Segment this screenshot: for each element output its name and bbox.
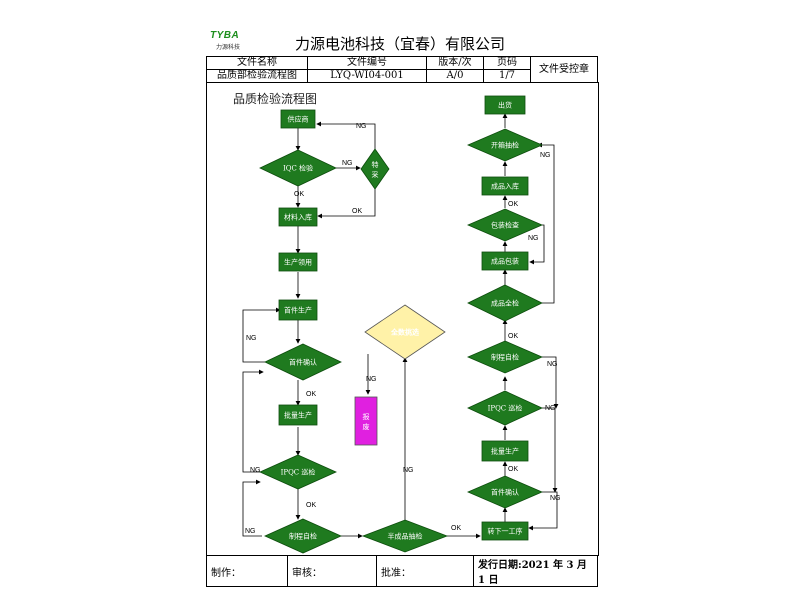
node-open-box-shape xyxy=(466,128,544,162)
node-process-self2-label: 制程自检 xyxy=(491,353,519,362)
edge-label-ng: NG xyxy=(545,405,556,412)
edge-label-ng: NG xyxy=(245,528,256,535)
edge-label-ng: NG xyxy=(342,160,353,167)
edge-label-ok: OK xyxy=(451,525,461,532)
node-final-pack-label: 成品包装 xyxy=(491,257,519,266)
node-first-confirm2-label: 首件确认 xyxy=(491,488,519,497)
edge-label-ng: NG xyxy=(403,467,414,474)
node-process-self2-shape xyxy=(466,340,544,374)
header-controlled-stamp: 文件受控章 xyxy=(530,56,598,83)
node-process-self-label: 制程自检 xyxy=(289,532,317,541)
node-pack-check-shape xyxy=(466,208,544,242)
edge-label-ok: OK xyxy=(306,391,316,398)
node-scrap-shape xyxy=(354,396,378,446)
node-first-prod-label: 首件生产 xyxy=(284,306,312,315)
node-final-full-label: 成品全检 xyxy=(491,299,519,308)
edge-label-ok: OK xyxy=(508,466,518,473)
edge-label-ok: OK xyxy=(294,191,304,198)
node-open-box-label: 开箱抽检 xyxy=(491,141,519,150)
node-full-sort-label: 全数挑选 xyxy=(390,328,419,337)
node-ipqc2-shape xyxy=(467,390,543,426)
node-iqc-label: IQC 检验 xyxy=(283,164,313,173)
flowchart-title: 品质检验流程图 xyxy=(233,92,318,106)
document-header-table: 文件名称 文件编号 版本/次 页码 文件受控章 品质部检验流程图 LYQ-WI0… xyxy=(206,56,598,83)
node-first-confirm-label: 首件确认 xyxy=(289,358,317,367)
edge-label-ok: OK xyxy=(306,502,316,509)
node-mass-prod2-label: 批量生产 xyxy=(491,447,519,456)
node-first-confirm2-shape xyxy=(466,475,544,509)
node-iqc-shape xyxy=(259,149,337,187)
edge-label-ng: NG xyxy=(366,376,377,383)
node-ipqc-label: IPQC 巡检 xyxy=(281,468,316,477)
edge-label-ng: NG xyxy=(550,495,561,502)
edge-label-ok: OK xyxy=(508,201,518,208)
node-mass-prod2-shape xyxy=(481,440,529,462)
node-special-label: 特采 xyxy=(372,160,379,179)
node-prod-pick-label: 生产领用 xyxy=(284,258,312,267)
footer-issue-date: 发行日期:2021 年 3 月 1 日 xyxy=(473,555,598,587)
edge-label-ng: NG xyxy=(540,152,551,159)
node-material-in-label: 材料入库 xyxy=(284,213,312,222)
node-supplier-shape xyxy=(280,109,316,129)
node-semi-check-label: 半成品抽检 xyxy=(388,532,423,541)
node-first-confirm-shape xyxy=(264,343,342,381)
edge-label-ng: NG xyxy=(356,123,367,130)
node-ship-shape xyxy=(484,95,526,115)
node-ipqc2-label: IPQC 巡检 xyxy=(488,404,523,413)
node-full-sort-shape xyxy=(364,304,446,360)
node-pack-check-label: 包装检查 xyxy=(491,221,519,230)
node-material-in-shape xyxy=(278,207,318,227)
node-next-proc-label: 转下一工序 xyxy=(488,527,523,536)
header-doc-name: 品质部检验流程图 xyxy=(206,69,308,83)
document-footer-table: 制作： 审核： 批准： 发行日期:2021 年 3 月 1 日 xyxy=(206,555,598,587)
footer-approve: 批准： xyxy=(376,555,474,587)
node-first-prod-shape xyxy=(278,299,318,321)
node-ship-label: 出货 xyxy=(498,101,512,110)
node-mass-prod-label: 批量生产 xyxy=(284,411,312,420)
footer-made: 制作： xyxy=(206,555,288,587)
node-process-self-shape xyxy=(264,518,342,554)
company-name: 力源电池科技（宜春）有限公司 xyxy=(294,35,505,53)
edge-label-ok: OK xyxy=(352,208,362,215)
company-logo: TYBA 力源科技 xyxy=(210,30,260,52)
footer-review: 审核： xyxy=(287,555,377,587)
node-final-full-shape xyxy=(467,284,543,322)
edge-label-ok: OK xyxy=(508,333,518,340)
node-special-shape xyxy=(360,148,390,190)
edge-label-ng: NG xyxy=(528,235,539,242)
node-scrap-label: 报废 xyxy=(363,412,370,431)
edge-label-ng: NG xyxy=(547,361,558,368)
header-doc-code: LYQ-WI04-001 xyxy=(307,69,427,83)
node-final-in-label: 成品入库 xyxy=(491,182,519,191)
header-doc-page: 1/7 xyxy=(483,69,531,83)
node-ipqc-shape xyxy=(259,454,337,490)
node-final-pack-shape xyxy=(481,251,529,271)
node-final-in-shape xyxy=(481,176,529,196)
logo-subtitle: 力源科技 xyxy=(216,44,241,51)
node-prod-pick-shape xyxy=(278,252,318,272)
node-mass-prod-shape xyxy=(278,404,318,426)
edge-label-ng: NG xyxy=(246,335,257,342)
node-next-proc-shape xyxy=(481,521,529,541)
edge-label-ng: NG xyxy=(250,467,261,474)
node-semi-check-shape xyxy=(361,519,449,553)
node-supplier-label: 供应商 xyxy=(288,115,309,124)
logo-mark: TYBA xyxy=(210,30,240,41)
